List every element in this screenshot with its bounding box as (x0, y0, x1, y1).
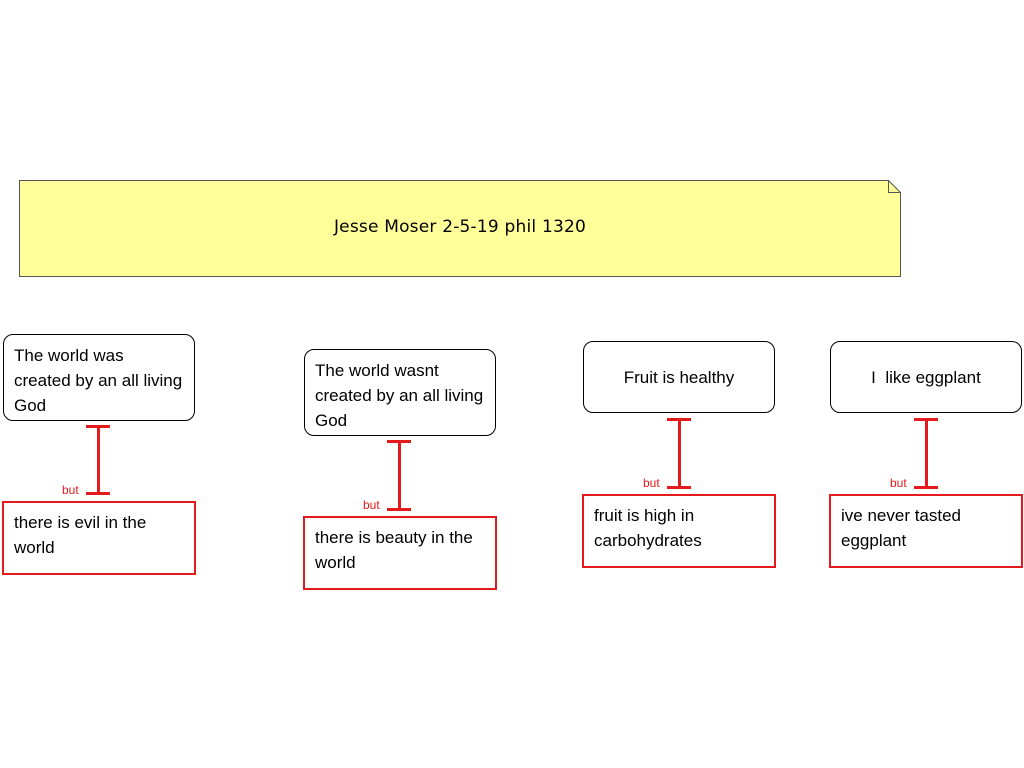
objection-box-4[interactable]: ive never tasted eggplant (829, 494, 1023, 568)
but-label-4: but (890, 476, 907, 490)
objection-box-1[interactable]: there is evil in the world (2, 501, 196, 575)
connector-top-cap-2 (387, 440, 411, 443)
connector-stem-2 (398, 442, 401, 509)
objection-text-4: ive never tasted eggplant (841, 506, 962, 550)
but-label-1: but (62, 483, 79, 497)
title-text: Jesse Moser 2-5-19 phil 1320 (333, 217, 587, 237)
connector-top-cap-3 (667, 418, 691, 421)
title-text-wrap: Jesse Moser 2-5-19 phil 1320 (19, 180, 901, 277)
connector-top-cap-1 (86, 425, 110, 428)
claim-text-1: The world was created by an all living G… (14, 346, 183, 415)
claim-box-2[interactable]: The world wasnt created by an all living… (304, 349, 496, 436)
connector-stem-3 (678, 420, 681, 487)
title-note[interactable]: Jesse Moser 2-5-19 phil 1320 (19, 180, 901, 277)
claim-text-4: I like eggplant (871, 367, 981, 387)
connector-bottom-cap-2 (387, 508, 411, 511)
claim-text-3: Fruit is healthy (623, 367, 735, 387)
objection-box-3[interactable]: fruit is high in carbohydrates (582, 494, 776, 568)
connector-bottom-cap-4 (914, 486, 938, 489)
connector-stem-4 (925, 420, 928, 487)
objection-text-1: there is evil in the world (14, 513, 147, 557)
but-label-3: but (643, 476, 660, 490)
objection-text-2: there is beauty in the world (315, 528, 473, 572)
claim-box-4[interactable]: I like eggplant (830, 341, 1022, 413)
objection-text-3: fruit is high in carbohydrates (594, 506, 702, 550)
connector-bottom-cap-3 (667, 486, 691, 489)
connector-4 (914, 418, 938, 489)
connector-top-cap-4 (914, 418, 938, 421)
claim-box-1[interactable]: The world was created by an all living G… (3, 334, 195, 421)
connector-3 (667, 418, 691, 489)
connector-stem-1 (97, 427, 100, 493)
connector-1 (86, 425, 110, 495)
claim-box-3[interactable]: Fruit is healthy (583, 341, 775, 413)
connector-bottom-cap-1 (86, 492, 110, 495)
connector-2 (387, 440, 411, 511)
note-shape (19, 180, 901, 277)
objection-box-2[interactable]: there is beauty in the world (303, 516, 497, 590)
claim-text-2: The world wasnt created by an all living… (315, 361, 484, 430)
but-label-2: but (363, 498, 380, 512)
